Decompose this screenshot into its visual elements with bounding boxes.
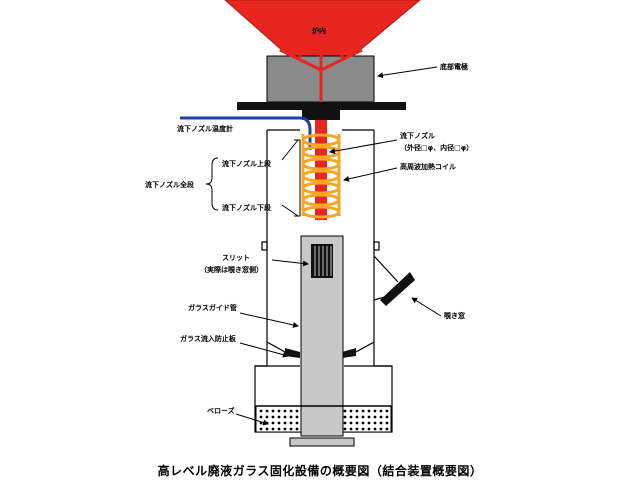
- flange-plate: [237, 102, 406, 110]
- guide-tube-flange: [289, 437, 355, 447]
- viewing-window-assembly: [373, 255, 415, 306]
- label-nozzle-lower: 流下ノズル下段: [222, 203, 271, 212]
- label-glass-guide-tube: ガラスガイド管: [188, 303, 237, 312]
- label-nozzle-thermometer: 流下ノズル温度計: [177, 124, 233, 133]
- label-nozzle-dims: （外径□φ、内径□φ）: [400, 143, 473, 152]
- label-slit: スリット: [222, 254, 250, 262]
- heating-coil: [301, 133, 341, 219]
- label-slit-note: （実際は覗き窓側）: [200, 265, 263, 274]
- diagram-caption: 高レベル廃液ガラス固化設備の概要図（結合装置概要図）: [157, 464, 483, 478]
- label-bottom-electrode: 底部電極: [440, 62, 468, 71]
- label-nozzle: 流下ノズル: [400, 131, 435, 140]
- nozzle-section-bracket: [205, 139, 301, 217]
- slit-window: [311, 244, 333, 278]
- label-viewing-window: 覗き窓: [444, 311, 465, 320]
- label-nozzle-upper: 流下ノズル上段: [222, 159, 271, 168]
- bellows: [255, 405, 392, 433]
- label-heating-coil: 高周波加熱コイル: [400, 162, 456, 171]
- label-furnace-interior: 炉内: [312, 26, 326, 35]
- label-bellows: ベローズ: [207, 406, 235, 415]
- label-nozzle-all: 流下ノズル全段: [145, 180, 194, 189]
- nozzle-thermometer-line: [180, 116, 312, 150]
- label-glass-inflow-plate: ガラス流入防止板: [180, 334, 237, 343]
- nozzle-neck: [302, 110, 340, 120]
